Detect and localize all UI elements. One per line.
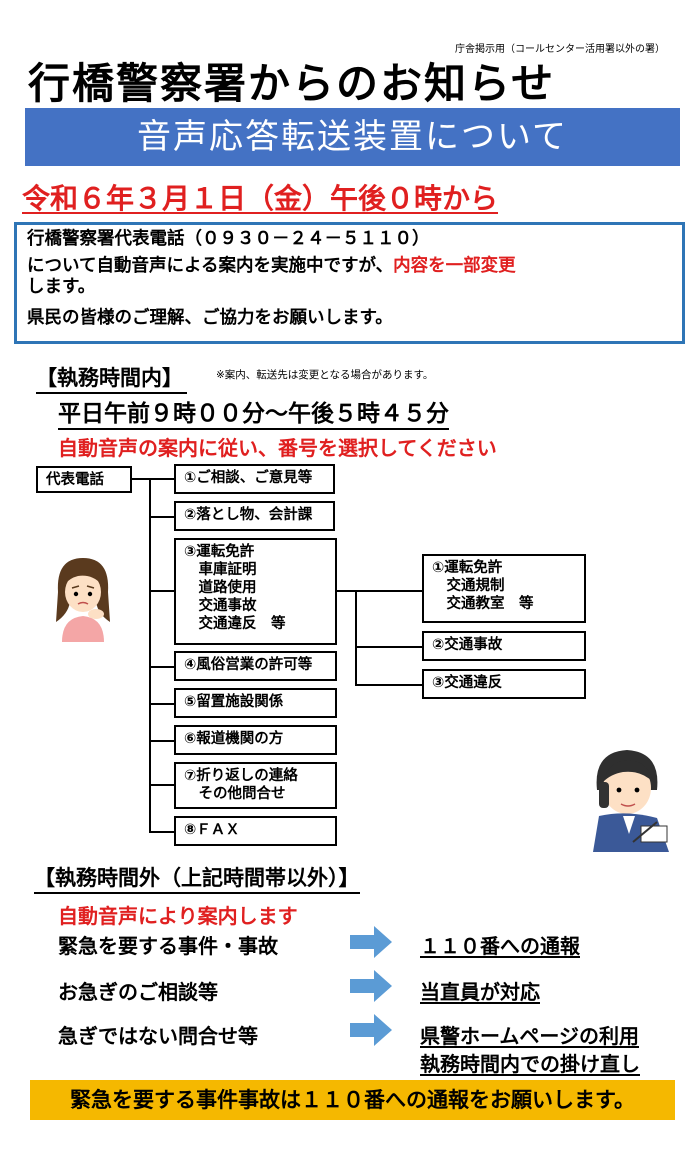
- sub-item-3: ③交通違反: [422, 669, 586, 699]
- sub-item-2: ②交通事故: [422, 631, 586, 661]
- info-line-2-highlight: 内容を一部変更: [393, 256, 516, 276]
- menu-item-2: ②落とし物、会計課: [174, 501, 335, 531]
- menu-item-5-text: ⑤留置施設関係: [184, 694, 284, 710]
- case-label-emergency: 緊急を要する事件・事故: [58, 934, 278, 958]
- connector: [355, 646, 422, 648]
- connector: [355, 684, 422, 686]
- office-hours: 平日午前９時００分～午後５時４５分: [58, 394, 449, 430]
- menu-item-6-text: ⑥報道機関の方: [184, 731, 284, 747]
- police-officer-illustration: [593, 750, 669, 852]
- menu-item-4: ④風俗営業の許可等: [174, 651, 337, 681]
- selection-guide: 自動音声の案内に従い、番号を選択してください: [58, 436, 497, 460]
- connector: [149, 590, 174, 592]
- title-banner: 音声応答転送装置について: [25, 108, 680, 166]
- sub-item-3-text: ③交通違反: [432, 675, 503, 691]
- connector: [149, 516, 174, 518]
- info-line-2a: について自動音声による案内を実施中ですが、: [27, 256, 394, 276]
- case-value-emergency: １１０番への通報: [420, 934, 580, 958]
- page-title: 行橋警察署からのお知らせ: [28, 59, 556, 108]
- effective-date: 令和６年３月１日（金）午後０時から: [22, 182, 499, 215]
- connector: [355, 590, 357, 685]
- menu-item-3: ③運転免許 車庫証明 道路使用 交通事故 交通違反 等: [174, 538, 337, 645]
- menu-item-6: ⑥報道機関の方: [174, 725, 337, 755]
- in-hours-note: ※案内、転送先は変更となる場合があります。: [216, 369, 434, 381]
- footer-banner: 緊急を要する事件事故は１１０番への通報をお願いします。: [30, 1080, 675, 1120]
- connector: [337, 590, 422, 592]
- menu-item-7-line: ⑦折り返しの連絡: [184, 768, 298, 784]
- case-label-urgent: お急ぎのご相談等: [58, 980, 218, 1004]
- sub-item-1-line: 交通規制: [432, 578, 505, 594]
- connector: [132, 478, 174, 480]
- menu-item-3-line: ③運転免許: [184, 544, 255, 560]
- case-value-non-urgent-2: 執務時間内での掛け直し: [420, 1052, 640, 1076]
- info-line-1: 行橋警察署代表電話（０９３０－２４－５１１０）: [27, 229, 430, 249]
- menu-item-7-line: その他問合せ: [184, 786, 286, 802]
- sub-item-1: ①運転免許 交通規制 交通教室 等: [422, 554, 586, 623]
- menu-item-3-line: 車庫証明: [184, 562, 257, 578]
- menu-item-3-line: 交通違反 等: [184, 616, 286, 632]
- menu-item-7: ⑦折り返しの連絡 その他問合せ: [174, 762, 337, 809]
- menu-item-3-line: 道路使用: [184, 580, 257, 596]
- menu-item-1: ①ご相談、ご意見等: [174, 464, 335, 494]
- in-hours-heading: 【執務時間内】: [36, 362, 187, 394]
- menu-item-8: ⑧ＦＡＸ: [174, 816, 337, 846]
- menu-item-4-text: ④風俗営業の許可等: [184, 657, 313, 673]
- arrow-right-icon: [350, 970, 392, 1002]
- tree-root: 代表電話: [36, 466, 132, 493]
- info-line-4: 県民の皆様のご理解、ご協力をお願いします。: [27, 308, 393, 328]
- sub-item-2-text: ②交通事故: [432, 637, 503, 653]
- connector: [149, 740, 174, 742]
- notice-note: 庁舎掲示用（コールセンター活用署以外の署）: [455, 44, 665, 55]
- case-value-urgent: 当直員が対応: [420, 980, 540, 1004]
- info-line-2: について自動音声による案内を実施中ですが、内容を一部変更: [27, 256, 672, 277]
- connector: [149, 666, 174, 668]
- sub-item-1-line: ①運転免許: [432, 560, 503, 576]
- info-box: 行橋警察署代表電話（０９３０－２４－５１１０） について自動音声による案内を実施…: [14, 222, 685, 344]
- connector: [149, 703, 174, 705]
- menu-item-3-line: 交通事故: [184, 598, 257, 614]
- worried-woman-illustration: [56, 558, 110, 642]
- menu-item-5: ⑤留置施設関係: [174, 688, 337, 718]
- arrow-right-icon: [350, 926, 392, 958]
- connector: [149, 784, 174, 786]
- connector: [149, 831, 174, 833]
- sub-item-1-line: 交通教室 等: [432, 596, 534, 612]
- menu-item-2-text: ②落とし物、会計課: [184, 507, 313, 523]
- auto-guidance: 自動音声により案内します: [58, 904, 298, 928]
- case-value-non-urgent: 県警ホームページの利用: [420, 1024, 639, 1048]
- menu-item-1-text: ①ご相談、ご意見等: [184, 470, 313, 486]
- connector: [149, 478, 151, 833]
- menu-item-8-text: ⑧ＦＡＸ: [184, 822, 240, 838]
- case-label-non-urgent: 急ぎではない問合せ等: [58, 1024, 258, 1048]
- arrow-right-icon: [350, 1014, 392, 1046]
- out-hours-heading: 【執務時間外（上記時間帯以外）】: [34, 862, 360, 894]
- info-line-3: します。: [27, 277, 96, 297]
